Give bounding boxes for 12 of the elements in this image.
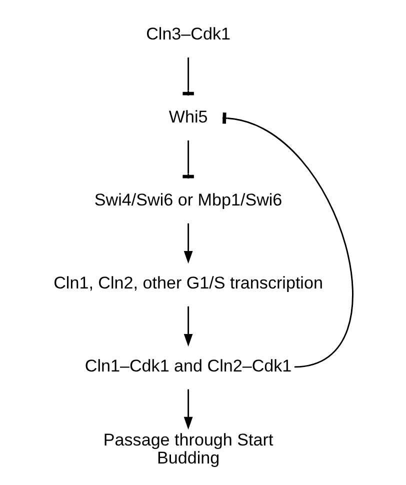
- node-text: Swi4/Swi6 or Mbp1/Swi6: [94, 190, 282, 210]
- arrow: [184, 306, 193, 347]
- node-text: Cln1, Cln2, other G1/S transcription: [54, 273, 323, 292]
- arrow: [184, 389, 193, 430]
- arrow: [184, 223, 193, 264]
- node-text: Passage through Start Budding: [103, 430, 274, 468]
- node-text: Whi5: [168, 108, 208, 127]
- node-text: Cln1–Cdk1 and Cln2–Cdk1: [84, 356, 292, 376]
- node-text: Cln3–Cdk1: [146, 24, 231, 44]
- connector: [182, 57, 194, 96]
- connector: [222, 112, 354, 368]
- connector: [182, 140, 194, 178]
